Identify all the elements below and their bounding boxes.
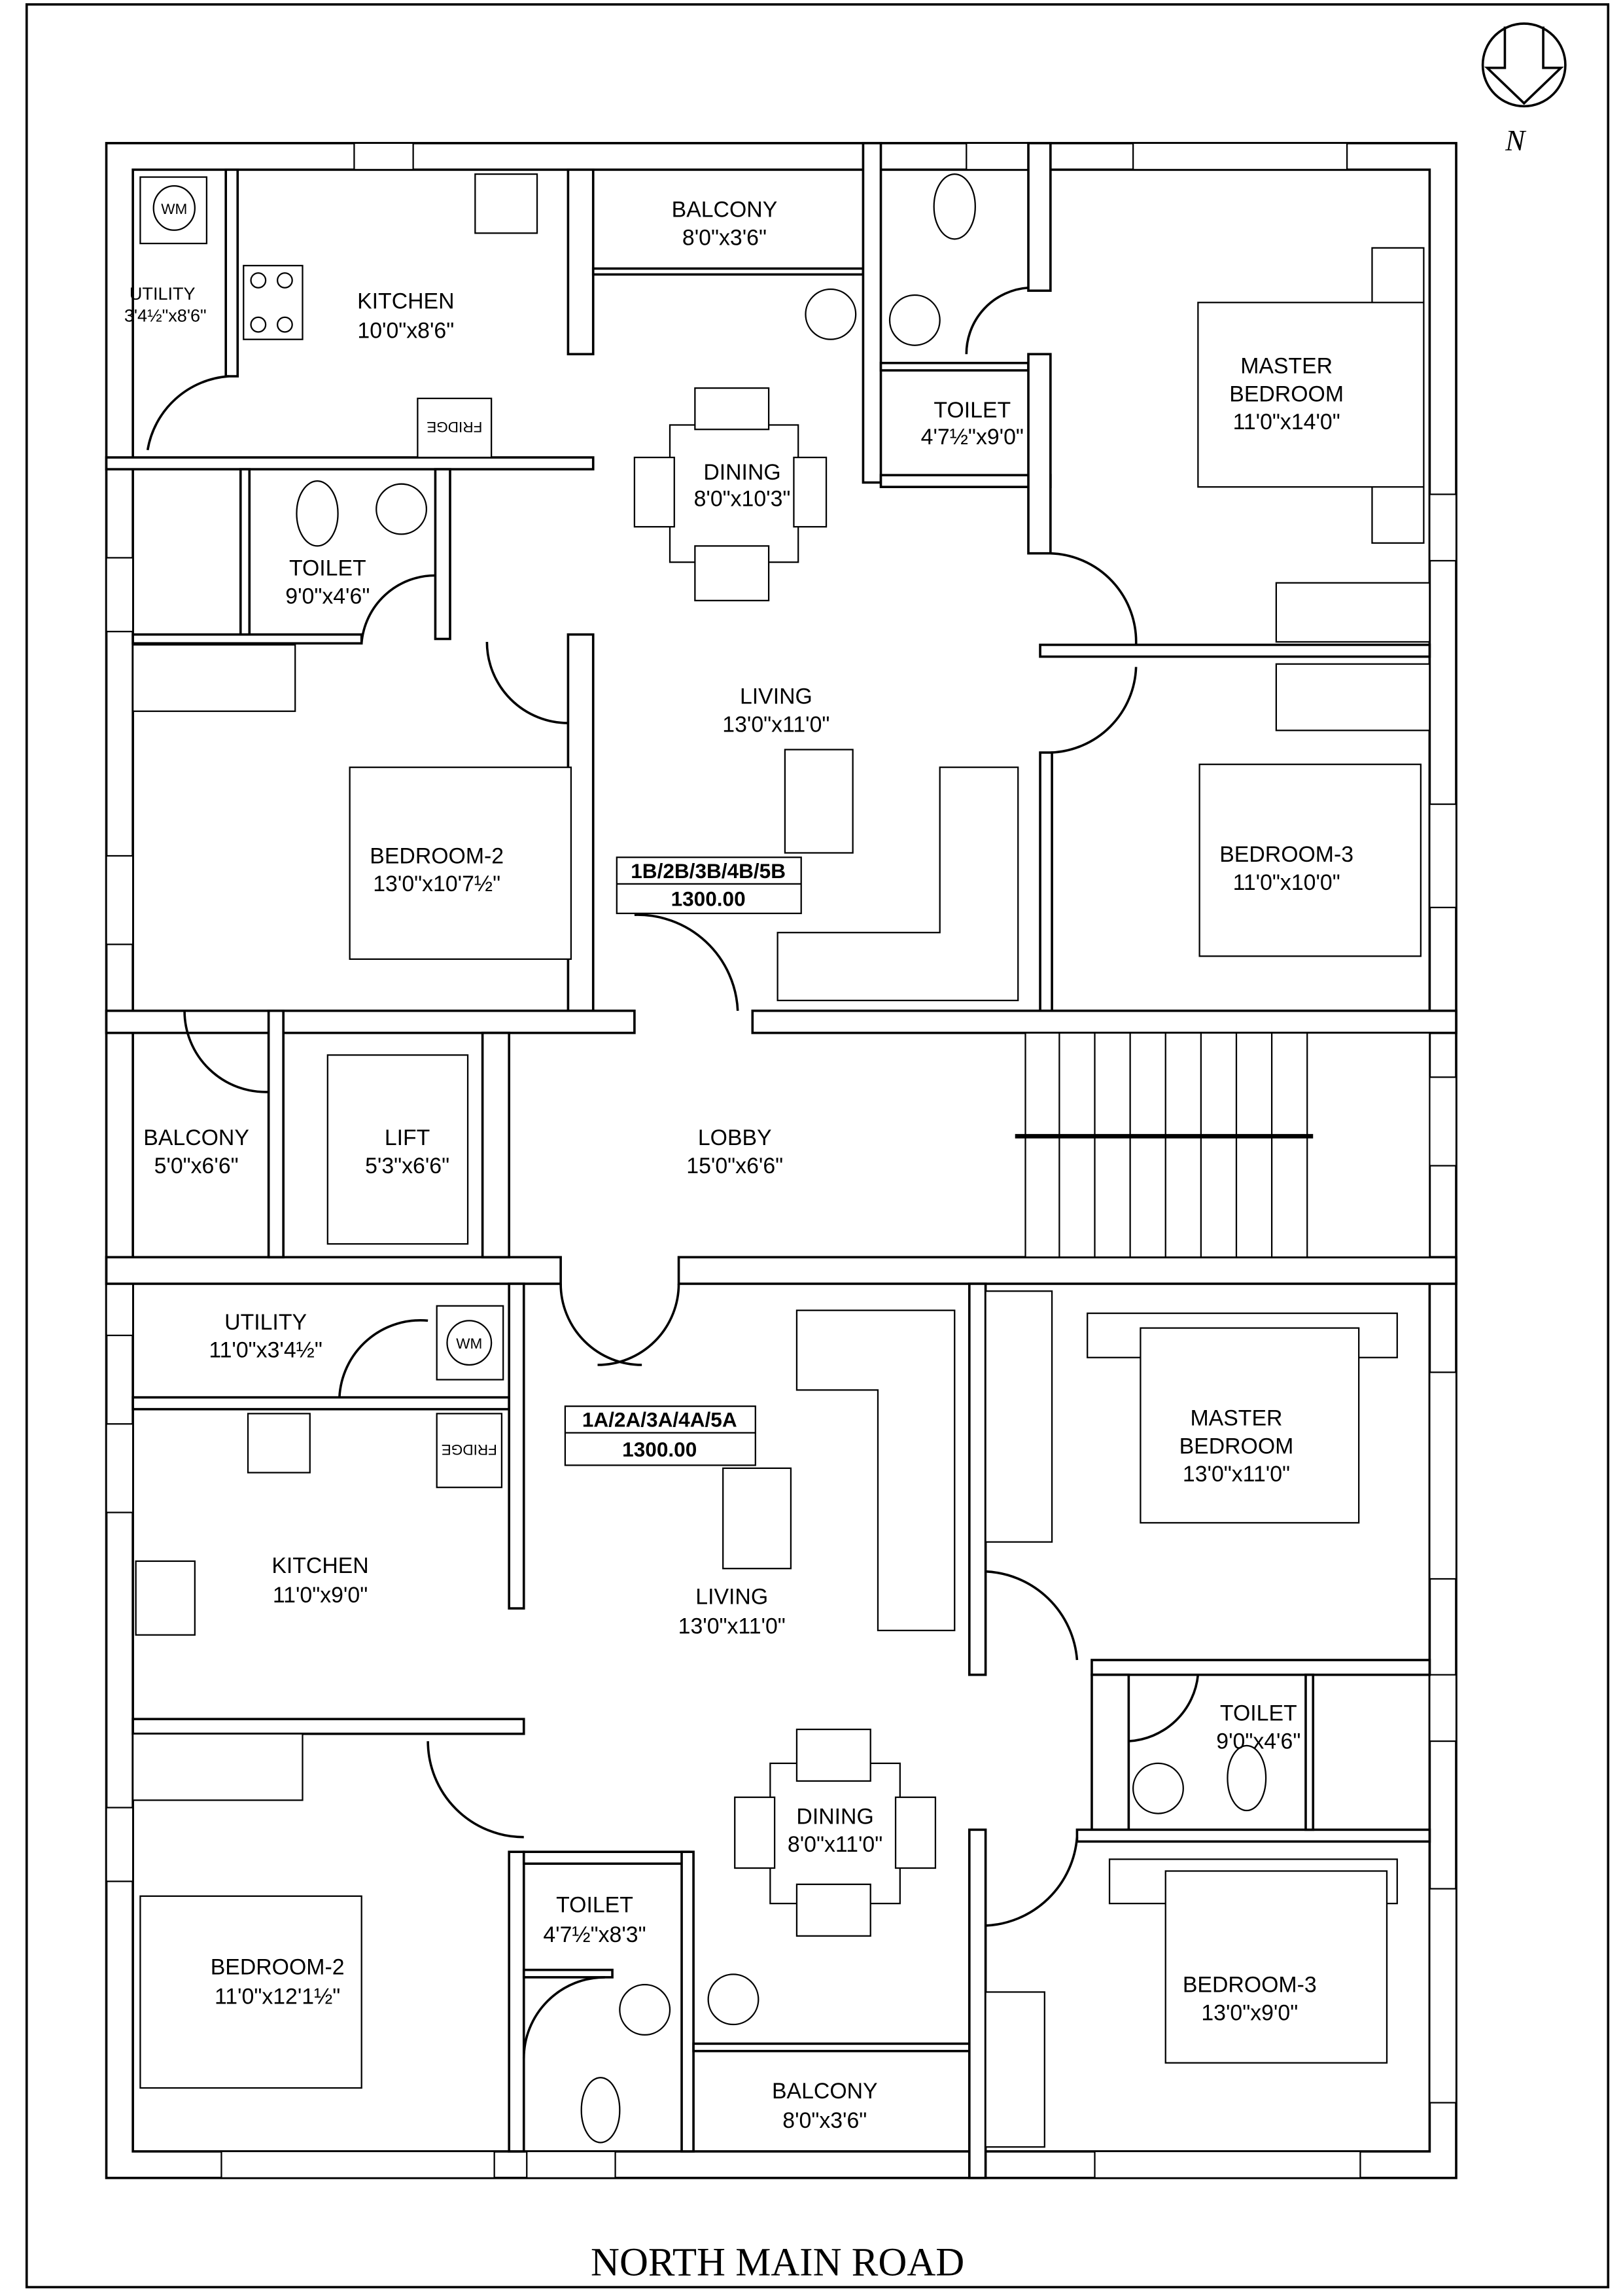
room-size: 10'0"x8'6" bbox=[357, 318, 454, 343]
room-size: 13'0"x9'0" bbox=[1201, 2000, 1298, 2025]
bed-icon bbox=[1197, 302, 1425, 488]
room-name: TOILET bbox=[556, 1893, 633, 1918]
unit-area: 1300.00 bbox=[671, 887, 746, 911]
sink-icon bbox=[474, 173, 538, 234]
sheet-border bbox=[25, 3, 1610, 2289]
room-size: 11'0"x10'0" bbox=[1233, 870, 1340, 895]
room-name: BEDROOM-2 bbox=[370, 843, 504, 868]
room-name: MASTER bbox=[1191, 1405, 1283, 1430]
room-name: BALCONY bbox=[672, 198, 778, 222]
room-size: 13'0"x11'0" bbox=[1183, 1462, 1290, 1487]
washbasin-icon bbox=[805, 288, 857, 340]
staircase bbox=[1015, 1032, 1431, 1258]
room-size: 5'3"x6'6" bbox=[365, 1154, 449, 1178]
unit-numbers: 1B/2B/3B/4B/5B bbox=[631, 859, 786, 883]
unit-badge-upper bbox=[616, 857, 802, 915]
room-size: 9'0"x4'6" bbox=[285, 584, 370, 609]
room-size: 4'7½"x9'0" bbox=[921, 425, 1024, 450]
room-size: 11'0"x3'4½" bbox=[209, 1338, 323, 1363]
room-size: 5'0"x6'6" bbox=[154, 1154, 239, 1178]
wm-label: WM bbox=[161, 201, 187, 217]
room-name: DINING bbox=[796, 1804, 873, 1829]
room-name: LIFT bbox=[385, 1125, 430, 1150]
door-swings bbox=[146, 286, 1200, 2058]
room-size: 13'0"x10'7½" bbox=[373, 872, 500, 896]
room-name: TOILET bbox=[289, 556, 366, 581]
room-size: 8'0"x11'0" bbox=[788, 1832, 882, 1857]
room-name: UTILITY bbox=[130, 284, 196, 304]
room-name: LIVING bbox=[695, 1584, 768, 1609]
room-size: 9'0"x4'6" bbox=[1216, 1729, 1300, 1754]
room-name: BEDROOM bbox=[1229, 381, 1344, 406]
road-label: NORTH MAIN ROAD bbox=[591, 2240, 964, 2284]
unit-area: 1300.00 bbox=[622, 1438, 697, 1461]
wardrobe bbox=[1275, 582, 1431, 643]
room-size: 11'0"x12'1½" bbox=[215, 1984, 340, 2009]
lift-car bbox=[326, 1054, 469, 1245]
room-size: 8'0"x3'6" bbox=[682, 225, 767, 250]
furniture: WM FRIDGE bbox=[132, 173, 1431, 2148]
room-name: BEDROOM-3 bbox=[1219, 842, 1353, 867]
north-label: N bbox=[1505, 124, 1527, 157]
room-size: 4'7½"x8'3" bbox=[543, 1922, 646, 1947]
room-name: BEDROOM bbox=[1179, 1434, 1294, 1458]
unit-numbers: 1A/2A/3A/4A/5A bbox=[582, 1408, 737, 1432]
room-name: LIVING bbox=[740, 684, 812, 709]
room-name: KITCHEN bbox=[357, 289, 454, 313]
sofa bbox=[777, 766, 1019, 1002]
room-name: BEDROOM-2 bbox=[211, 1954, 345, 1979]
lower-unit: UTILITY 11'0"x3'4½" KITCHEN 11'0"x9'0" 1… bbox=[209, 1310, 1316, 2133]
room-size: 3'4½"x8'6" bbox=[124, 306, 207, 326]
room-size: 15'0"x6'6" bbox=[686, 1154, 783, 1178]
fridge-icon bbox=[417, 397, 493, 459]
room-name: BEDROOM-3 bbox=[1183, 1972, 1317, 1997]
core-area: BALCONY 5'0"x6'6" LIFT 5'3"x6'6" LOBBY 1… bbox=[143, 1125, 783, 1178]
room-name: MASTER bbox=[1240, 354, 1333, 379]
room-name: TOILET bbox=[934, 398, 1011, 423]
room-name: BALCONY bbox=[143, 1125, 249, 1150]
room-size: 11'0"x14'0" bbox=[1233, 410, 1340, 434]
room-size: 13'0"x11'0" bbox=[722, 713, 829, 737]
north-arrow-icon: N bbox=[1481, 22, 1567, 157]
fridge-label: FRIDGE bbox=[427, 419, 482, 435]
armchair bbox=[784, 749, 854, 854]
building-walls bbox=[105, 141, 1457, 2180]
room-name: KITCHEN bbox=[271, 1553, 368, 1578]
unit-badge-lower bbox=[564, 1405, 756, 1466]
toilet-seat-icon bbox=[933, 173, 976, 240]
room-name: DINING bbox=[703, 460, 780, 485]
room-name: UTILITY bbox=[224, 1310, 307, 1335]
room-name: LOBBY bbox=[698, 1125, 772, 1150]
fridge-label-lower: FRIDGE bbox=[442, 1441, 497, 1458]
room-name: BALCONY bbox=[772, 2079, 878, 2104]
room-size: 8'0"x10'3" bbox=[694, 487, 791, 512]
room-size: 11'0"x9'0" bbox=[273, 1583, 368, 1608]
room-size: 8'0"x3'6" bbox=[782, 2108, 867, 2133]
room-name: TOILET bbox=[1220, 1701, 1297, 1725]
room-size: 13'0"x11'0" bbox=[678, 1614, 786, 1638]
upper-unit: UTILITY 3'4½"x8'6" KITCHEN 10'0"x8'6" BA… bbox=[124, 198, 1353, 911]
wm-label-lower: WM bbox=[456, 1335, 482, 1352]
